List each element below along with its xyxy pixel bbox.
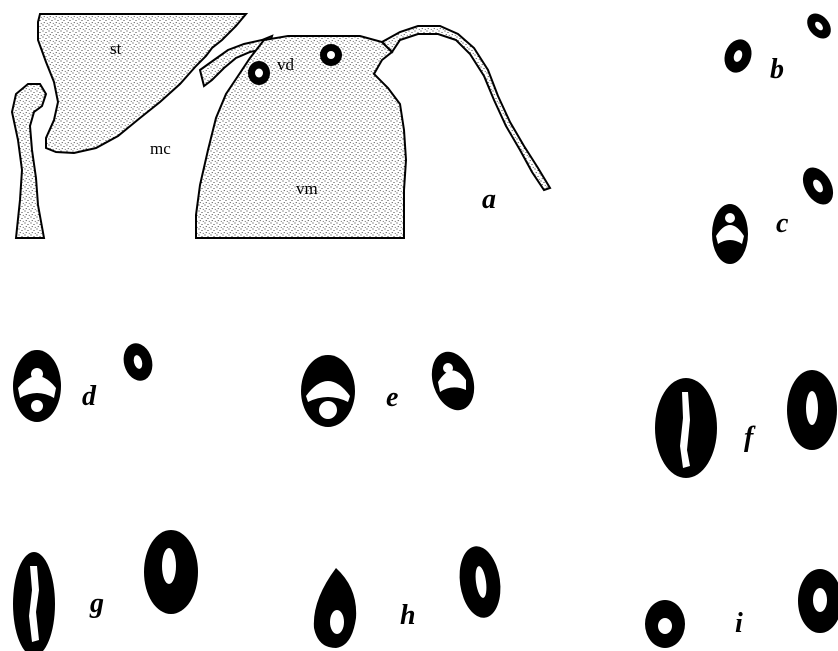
panel-h: h — [314, 544, 505, 648]
panel-b: b — [720, 9, 836, 85]
duct-h-left — [314, 568, 356, 648]
panel-label-h: h — [400, 600, 416, 631]
panel-label-d: d — [82, 381, 97, 412]
duct-f-left — [655, 378, 717, 478]
label-vm: vm — [296, 179, 318, 198]
duct-g-left — [13, 552, 55, 651]
label-mc: mc — [150, 139, 171, 158]
duct-g-right — [144, 530, 198, 614]
panel-label-g: g — [89, 588, 104, 619]
panel-c: c — [712, 162, 838, 264]
duct-e-right — [425, 346, 482, 415]
panel-g: g — [13, 530, 198, 651]
panel-f: f — [655, 370, 837, 478]
left-body-wall — [12, 84, 46, 238]
panel-label-a: a — [482, 184, 496, 215]
panel-e: e — [301, 346, 481, 427]
duct-b-left — [720, 36, 756, 77]
panel-label-f: f — [744, 422, 756, 453]
panel-label-b: b — [770, 54, 784, 85]
duct-e-left — [301, 355, 355, 427]
ventral-duct-left — [248, 61, 270, 85]
panel-a-section: st vd mc vm a — [12, 14, 550, 238]
right-body-wall — [382, 26, 550, 190]
panel-d: d — [13, 340, 156, 422]
label-vd: vd — [277, 55, 295, 74]
duct-f-right — [787, 370, 837, 450]
ventral-duct-right — [320, 44, 342, 66]
duct-d-left — [13, 350, 61, 422]
duct-c-left — [712, 204, 748, 264]
duct-d-right — [120, 340, 157, 384]
duct-b-right — [802, 9, 835, 43]
label-st: st — [110, 39, 122, 58]
panel-label-i: i — [735, 608, 743, 639]
duct-c-right — [797, 162, 838, 210]
panel-label-e: e — [386, 382, 398, 413]
duct-h-right — [455, 544, 505, 621]
duct-i-right — [798, 569, 838, 633]
panel-i: i — [645, 569, 838, 648]
duct-i-left — [645, 600, 685, 648]
panel-label-c: c — [776, 208, 789, 239]
